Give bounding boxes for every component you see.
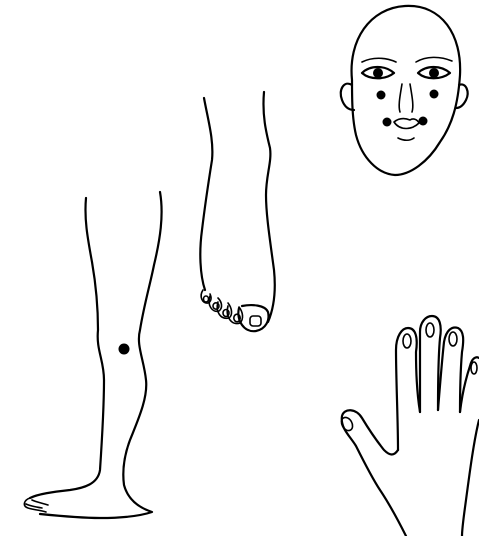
ring-nail xyxy=(449,332,457,346)
mouth xyxy=(394,119,419,129)
left-pupil xyxy=(373,68,383,78)
left-eyebrow xyxy=(362,58,396,62)
middle-finger xyxy=(420,316,441,412)
right-pupil xyxy=(429,68,439,78)
face-figure xyxy=(341,6,468,175)
face-spot-left-mouth xyxy=(383,118,392,127)
index-finger xyxy=(396,328,420,450)
toenail-4 xyxy=(213,303,219,309)
foot-outline-right xyxy=(263,92,274,322)
nose xyxy=(399,84,413,112)
side-foot-toes xyxy=(24,498,48,512)
leg-outline-back xyxy=(30,198,104,498)
leg-figure xyxy=(24,192,161,518)
foot-figure xyxy=(200,92,274,331)
toenail-small xyxy=(204,296,209,302)
face-spot-left-cheek xyxy=(377,91,386,100)
hand-figure xyxy=(339,316,479,536)
leg-spot xyxy=(119,344,130,355)
middle-nail xyxy=(426,323,434,337)
index-nail xyxy=(403,334,411,348)
little-nail xyxy=(471,362,477,374)
face-outline xyxy=(352,6,461,175)
face-spot-right-cheek xyxy=(430,90,439,99)
foot-outline-left xyxy=(200,98,212,290)
face-spot-right-mouth xyxy=(419,117,428,126)
palm-edge xyxy=(462,420,479,536)
right-eyebrow xyxy=(416,57,452,62)
ring-finger xyxy=(438,328,463,412)
chin-line xyxy=(398,138,414,140)
toenail-big xyxy=(250,316,261,326)
